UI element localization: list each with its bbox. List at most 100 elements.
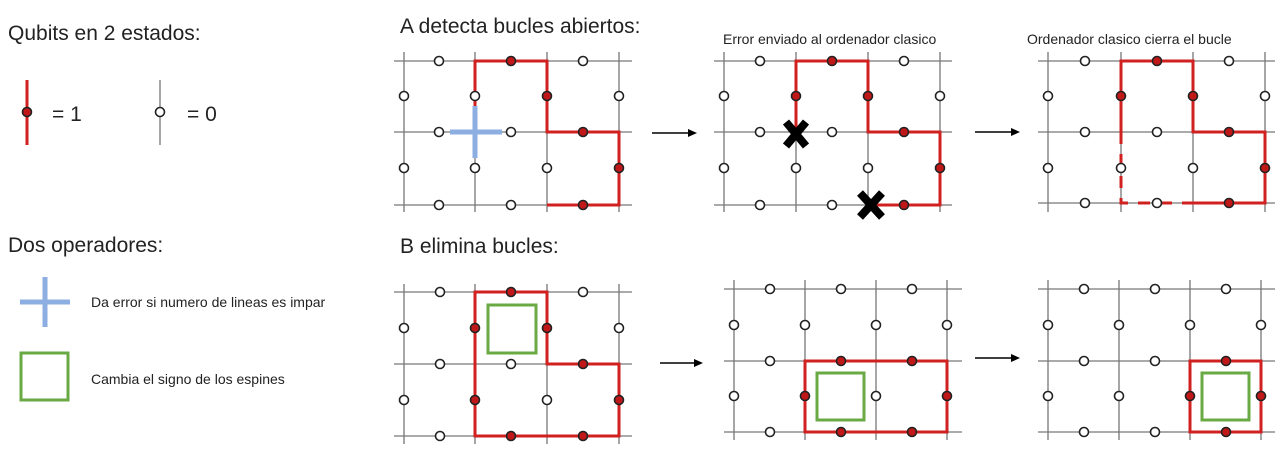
qubit-state-one [469,394,481,406]
qubit-state-one [1220,426,1232,438]
open-loop-a1 [473,59,621,207]
qubit-state-zero [433,55,445,67]
arrow-a2-a3 [975,128,1020,136]
qubit-state-zero [1149,426,1161,438]
legend-state-zero-label: = 0 [187,103,217,126]
qubit-state-zero [1151,126,1163,138]
qubit-state-zero [505,358,517,370]
qubit-state-one [799,390,811,402]
qubit-state-zero [1078,426,1090,438]
qubit-state-zero [1220,283,1232,295]
qubit-state-zero [613,90,625,102]
qubit-state-one [862,90,874,102]
qubit-state-one [1259,162,1271,174]
qubit-state-zero [799,319,811,331]
qubit-state-zero [754,199,766,211]
qubit-state-zero [1259,90,1271,102]
qubit-state-one [1255,390,1267,402]
qubit-state-one [1151,55,1163,67]
qubit-state-zero [1151,197,1163,209]
qubit-state-zero [505,126,517,138]
qubit-state-zero [433,199,445,211]
qubit-state-zero [1115,162,1127,174]
row-b-title: B elimina bucles: [400,235,559,258]
open-loop-a2 [794,59,942,207]
qubit-state-zero [613,322,625,334]
operators-title: Dos operadores: [8,234,163,257]
qubit-state-one [1184,390,1196,402]
qubit-state-one [577,199,589,211]
qubit-state-one [505,286,517,298]
qubit-state-zero [398,394,410,406]
qubit-state-zero [862,162,874,174]
qubit-state-zero [906,283,918,295]
qubit-state-zero [541,162,553,174]
row-a-panel2-caption: Error enviado al ordenador clasico [723,31,936,47]
panel-a3 [1038,52,1275,212]
qubit-state-zero [764,283,776,295]
qubit-state-one [1223,197,1235,209]
qubits-title: Qubits en 2 estados: [8,22,201,45]
qubit-state-one [505,430,517,442]
qubit-state-zero [718,162,730,174]
qubit-state-one [906,426,918,438]
qubit-state-zero [434,286,446,298]
qubit-state-one [898,199,910,211]
qubit-state-zero [1149,355,1161,367]
arrow-head [694,359,703,367]
qubit-state-one [541,322,553,334]
arrow-head [1011,354,1020,362]
legend-plaquette-operator: Cambia el signo de los espines [19,351,285,402]
qubit-state-zero [398,90,410,102]
qubit-state-one [898,126,910,138]
legend-qubit-zero: = 0 [154,80,217,145]
qubit-state-zero [1079,55,1091,67]
panel-b1 [394,284,632,444]
qubit-state-zero [1113,319,1125,331]
qubits-a3 [1042,55,1271,209]
qubit-state-zero [577,286,589,298]
qubit-state-zero [1255,319,1267,331]
qubit-state-one [934,162,946,174]
qubit-state-one [835,355,847,367]
row-a-panel3-caption: Ordenador clasico cierra el bucle [1027,31,1232,47]
qubit-state-zero [1042,319,1054,331]
qubit-state-zero [870,390,882,402]
qubits-a1 [398,55,625,211]
qubit-state-zero [1187,162,1199,174]
qubit-state-zero [941,319,953,331]
qubit-state-one [577,358,589,370]
qubit-state-one [541,90,553,102]
plaquette-operator-b3 [1200,371,1251,422]
qubit-state-one [613,394,625,406]
qubit-state-zero [728,390,740,402]
legend-qubit-zero-dot [154,106,166,118]
qubit-state-one [941,390,953,402]
qubit-state-zero [1149,283,1161,295]
qubit-state-one [835,426,847,438]
qubit-state-zero [541,394,553,406]
qubit-state-one [1187,90,1199,102]
qubit-state-zero [398,322,410,334]
qubit-state-zero [754,126,766,138]
qubit-state-zero [1042,390,1054,402]
qubit-state-zero [826,199,838,211]
qubits-b3 [1042,283,1267,438]
qubit-state-zero [1078,355,1090,367]
qubit-state-one [906,355,918,367]
cross-operator-description: Da error si numero de lineas es impar [91,294,326,310]
error-marker-2 [857,190,885,220]
qubit-state-one [577,430,589,442]
qubit-state-zero [934,90,946,102]
panel-b2 [724,280,962,440]
qubit-state-one [1223,126,1235,138]
qubit-state-zero [790,162,802,174]
qubit-state-zero [835,283,847,295]
legend-cross-operator: Da error si numero de lineas es impar [20,277,326,327]
qubit-state-zero [433,126,445,138]
qubits-b2 [728,283,953,438]
row-a-title: A detecta bucles abiertos: [400,15,641,38]
qubit-state-zero [1223,55,1235,67]
qubit-state-zero [469,90,481,102]
